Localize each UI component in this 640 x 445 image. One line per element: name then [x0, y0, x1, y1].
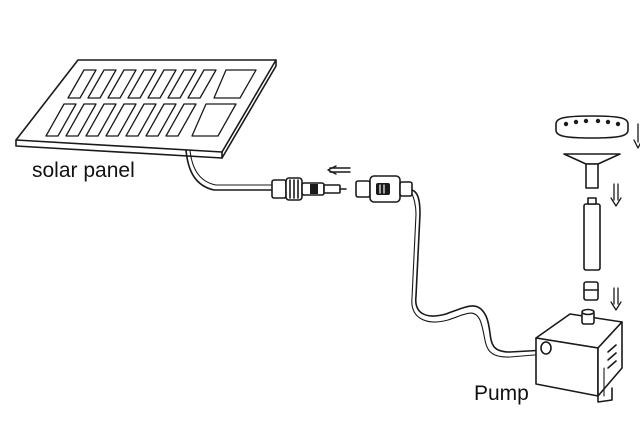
fountain-disc [563, 153, 621, 189]
solar-panel-cable-inner [189, 149, 273, 186]
left-arrow-icon [327, 165, 351, 175]
solar-panel-frame [15, 59, 277, 153]
extension-tube [583, 197, 601, 271]
pump-label: Pump [474, 382, 529, 405]
pump [535, 308, 623, 403]
down-arrow-icon [610, 287, 622, 311]
pump-cable [411, 189, 547, 358]
down-arrow-icon [633, 123, 640, 149]
solar-panel-edge-right [221, 59, 277, 159]
connector-male [271, 177, 347, 201]
connector-female [355, 175, 413, 203]
pipe-adapter [583, 281, 599, 301]
solar-panel [15, 59, 277, 191]
down-arrow-icon [610, 183, 622, 207]
solar-panel-cable [185, 149, 273, 191]
fountain-head [555, 115, 629, 139]
solar-cells-upper [67, 69, 257, 99]
solar-panel-edge [15, 139, 223, 159]
solar-cells-lower [45, 103, 237, 137]
solar-panel-label: solar panel [32, 159, 135, 182]
